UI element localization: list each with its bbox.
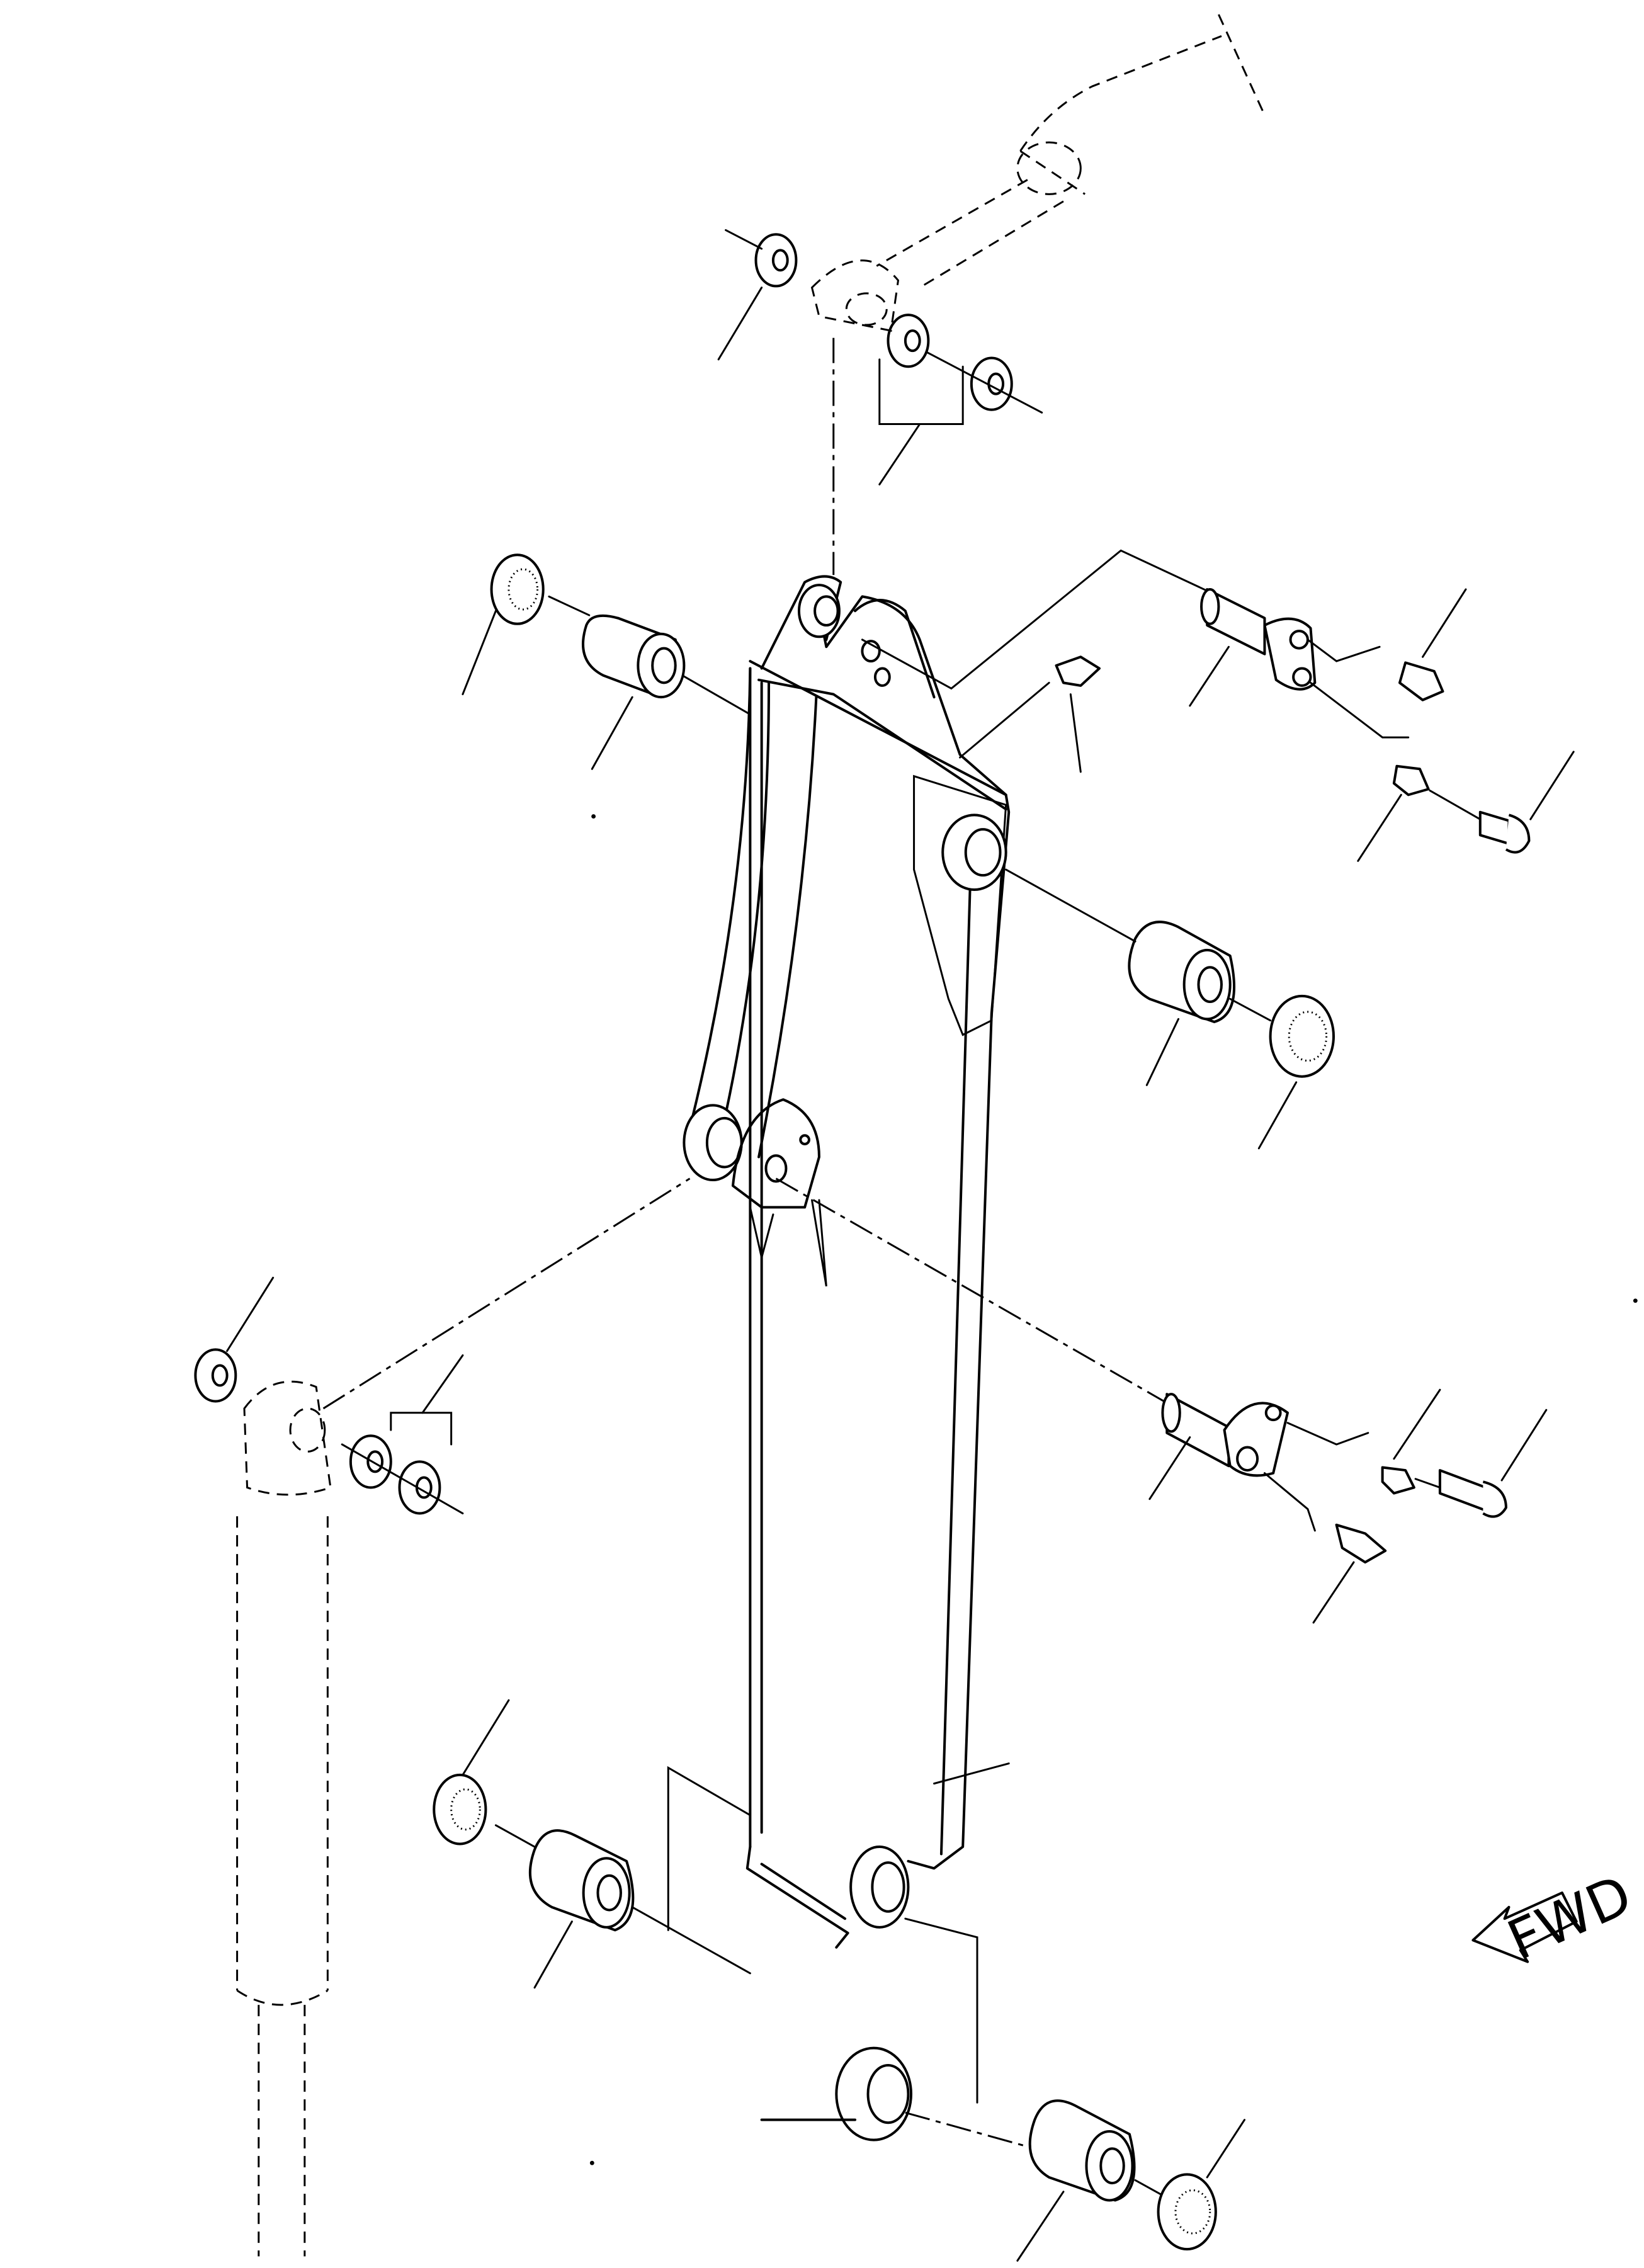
washer-lower-right	[1383, 1390, 1440, 1493]
dust-seal-upper-left	[463, 555, 543, 694]
pin-axis-lower	[776, 1179, 1164, 1402]
bolt-lower-right	[1415, 1410, 1546, 1516]
bracket-bottom-left	[668, 1768, 750, 1931]
arm-body	[684, 576, 1009, 2140]
bushing-upper-left	[549, 596, 751, 769]
bushing-middle-right	[1006, 870, 1234, 1085]
dust-seal-bottom-right	[1135, 2120, 1244, 2249]
forward-direction-marker: FWD	[1473, 1864, 1641, 1973]
pin-lower	[1150, 1394, 1368, 1531]
forward-label: FWD	[1499, 1864, 1641, 1973]
pin-axis-bottom	[905, 2112, 1035, 2148]
grease-fitting-lower-right	[1313, 1525, 1385, 1623]
forward-arrow-icon	[1473, 1893, 1576, 1962]
shim-washer-lower-left-3	[342, 1355, 463, 1513]
pin-axis-lower-left	[324, 1179, 690, 1409]
bucket-cylinder	[237, 1381, 331, 2256]
arm-cylinder-top	[812, 14, 1265, 331]
grease-fitting-upper-center	[960, 657, 1099, 772]
shim-washer-top-right-2	[880, 352, 1042, 484]
shim-washer-lower-left-2	[351, 1436, 391, 1487]
shim-washer-lower-left-1	[195, 1278, 273, 1401]
bushing-bottom-right	[1018, 2101, 1135, 2260]
pin-upper	[1190, 589, 1380, 706]
dust-seal-middle-right	[1230, 996, 1334, 1148]
dust-seal-bottom-left	[434, 1700, 509, 1844]
bracket-bottom-right	[905, 1919, 977, 2102]
bushing-bottom-left	[496, 1825, 750, 1988]
grease-fitting-upper-right	[1310, 589, 1465, 737]
washer-upper-right	[1358, 766, 1429, 861]
shim-washer-top-right-1	[888, 315, 928, 366]
bolt-upper-right	[1430, 752, 1573, 853]
shim-washer-top-left	[718, 230, 796, 359]
